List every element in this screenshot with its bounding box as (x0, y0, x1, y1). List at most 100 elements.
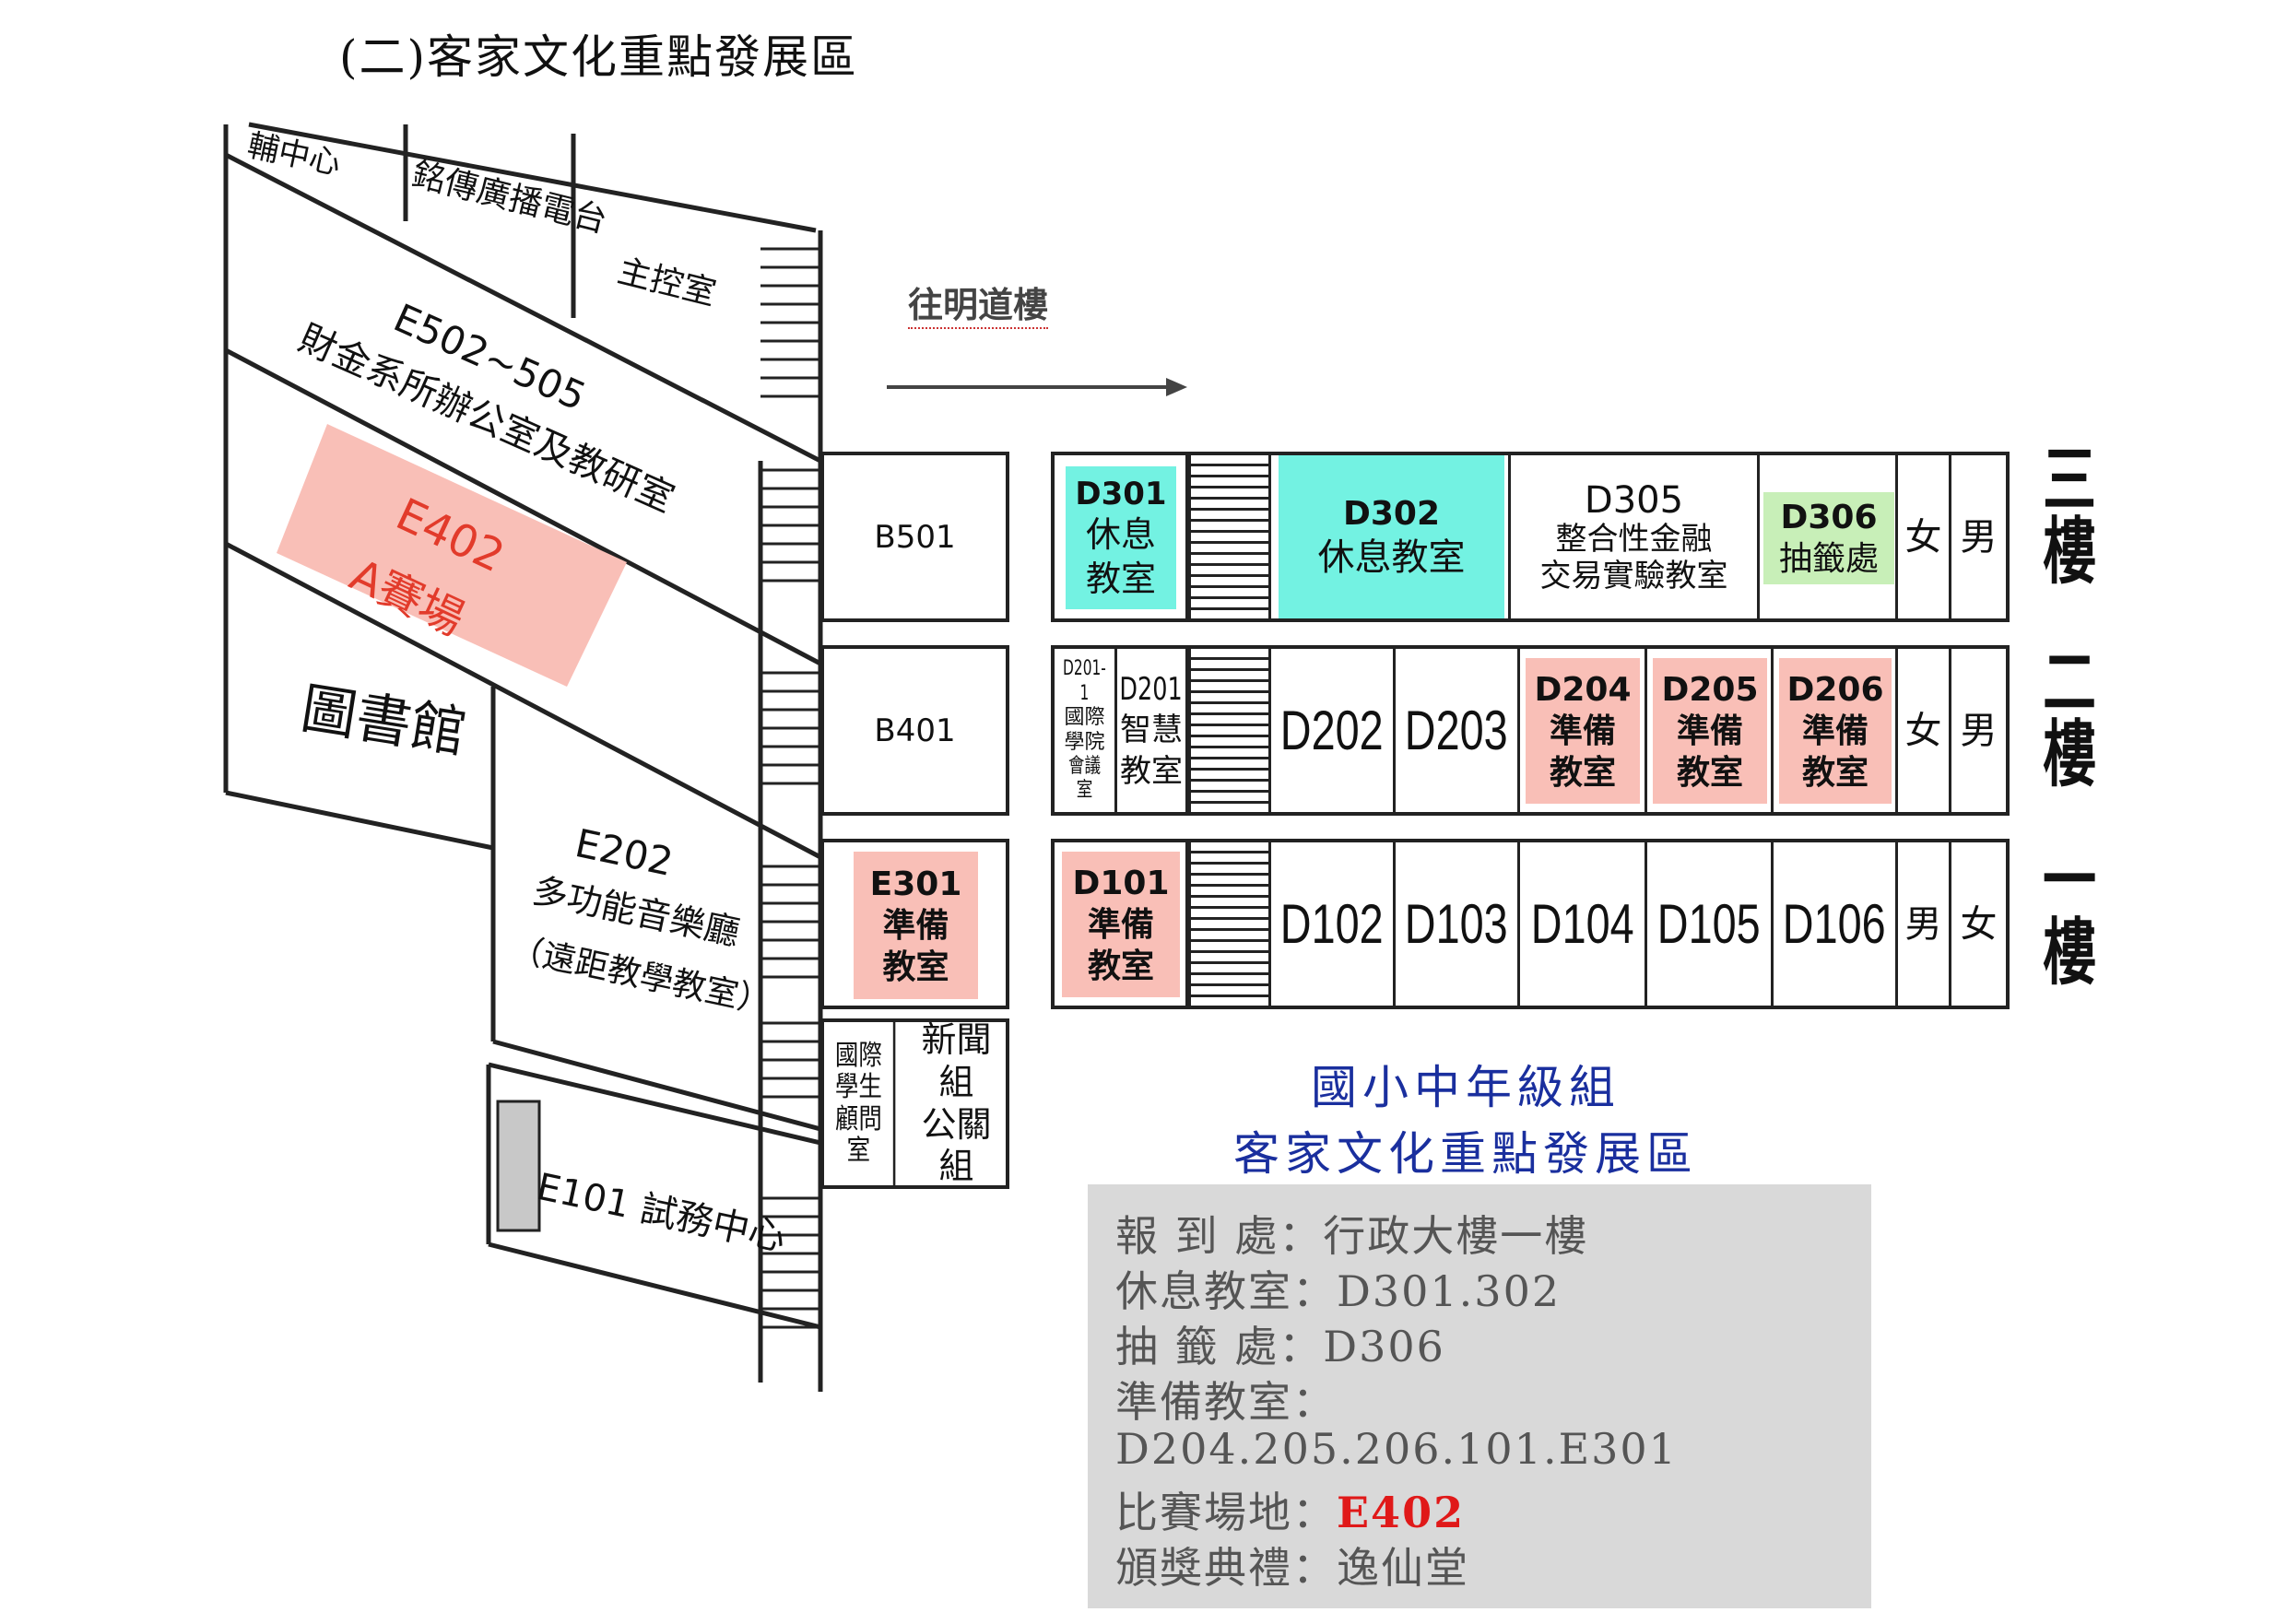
floor-label-1: 一 樓 (2037, 841, 2102, 993)
room-d202: D202 (1271, 649, 1396, 812)
room-d105: D105 (1647, 842, 1774, 1006)
room-news-pr: 新聞組 公關組 (907, 1019, 1006, 1186)
d305-l2: 交易實驗教室 (1539, 557, 1728, 594)
floor-1: D101 準備 教室 D102 D103 D104 D105 D106 男 女 (1051, 839, 2010, 1009)
male-label: 男 (1904, 902, 1942, 946)
room-b401: B401 (820, 645, 1009, 816)
room-d302-cell: D302 休息教室 (1271, 455, 1511, 618)
floor-2: D201-1 國際 學院 會議室 D201 智慧 教室 D202 D203 D2… (1051, 645, 2010, 816)
info-panel (1088, 1184, 1871, 1608)
d102-label: D102 (1280, 893, 1384, 955)
caption-line-2: 客家文化重點發展區 (1233, 1127, 1698, 1181)
d2011-l3: 會議室 (1067, 754, 1102, 803)
restroom-female-f1: 女 (1951, 842, 2006, 1006)
d104-label: D104 (1530, 893, 1634, 955)
d202-label: D202 (1280, 700, 1384, 761)
page-title: (二)客家文化重點發展區 (339, 30, 859, 84)
room-e301: E301 準備 教室 (854, 852, 978, 999)
d301-l1: 休息 (1085, 514, 1156, 556)
room-d306: D306 抽籤處 (1763, 492, 1894, 584)
d101-l2: 教室 (1087, 947, 1154, 985)
female-label: 女 (1904, 515, 1942, 559)
info-venue: 比賽場地：E402 (1115, 1479, 1465, 1540)
d203-label: D203 (1405, 700, 1508, 761)
d306-code: D306 (1780, 499, 1878, 536)
info-prep: 準備教室： (1115, 1369, 1337, 1430)
male-label: 男 (1960, 709, 1998, 752)
room-d301-cell: D301 休息 教室 (1055, 455, 1188, 618)
d105-label: D105 (1657, 893, 1761, 955)
room-d301: D301 休息 教室 (1066, 466, 1176, 609)
room-d103: D103 (1396, 842, 1520, 1006)
male-label: 男 (1960, 515, 1998, 559)
room-e301-box: E301 準備 教室 (820, 839, 1009, 1009)
arrow-label: 往明道樓 (908, 277, 1049, 329)
d205-l1: 準備 (1676, 712, 1743, 750)
room-d203: D203 (1396, 649, 1520, 812)
room-d106: D106 (1774, 842, 1898, 1006)
d106-label: D106 (1783, 893, 1886, 955)
d2011-l2: 學院 (1064, 730, 1105, 754)
info-award: 頒獎典禮：逸仙堂 (1115, 1535, 1469, 1595)
d206-l1: 準備 (1801, 712, 1869, 750)
room-d206-cell: D206 準備 教室 (1774, 649, 1898, 812)
info-rest-value: D301.302 (1337, 1266, 1562, 1316)
floor1-label-1: 一 (2042, 838, 2096, 924)
d205-l2: 教室 (1676, 753, 1743, 792)
restroom-female-f2: 女 (1898, 649, 1951, 812)
info-venue-label: 比賽場地： (1115, 1488, 1337, 1537)
d305-l1: 整合性金融 (1555, 521, 1713, 559)
room-d104: D104 (1520, 842, 1647, 1006)
room-d206: D206 準備 教室 (1779, 658, 1892, 804)
d302-code: D302 (1342, 495, 1441, 533)
room-e301-code: E301 (869, 865, 962, 903)
d301-code: D301 (1075, 475, 1167, 512)
d205-code: D205 (1661, 670, 1759, 709)
info-award-value: 逸仙堂 (1337, 1543, 1469, 1593)
d204-code: D204 (1534, 670, 1632, 709)
room-d305: D305 整合性金融 交易實驗教室 (1511, 455, 1760, 618)
news-l1: 新聞組 (921, 1019, 992, 1102)
room-e301-l1: 準備 (882, 906, 949, 945)
stairs-f1 (1188, 842, 1271, 1006)
d204-l2: 教室 (1549, 753, 1616, 792)
d201-l2: 教室 (1120, 752, 1183, 790)
e402-highlight (277, 424, 627, 687)
d101-code: D101 (1072, 864, 1170, 902)
room-e301-l2: 教室 (882, 947, 949, 986)
intl-l2: 學生 (834, 1071, 882, 1103)
restroom-male-f2: 男 (1951, 649, 2006, 812)
floor2-label-1: 二 (2042, 640, 2096, 725)
room-b501: B501 (820, 452, 1009, 622)
d101-l1: 準備 (1087, 905, 1154, 944)
arrow-icon (887, 378, 1187, 396)
room-d306-cell: D306 抽籤處 (1760, 455, 1898, 618)
floor3-label-1: 三 (2042, 437, 2096, 523)
info-checkin: 報 到 處：行政大樓一樓 (1115, 1203, 1588, 1264)
room-d201: D201 智慧 教室 (1117, 649, 1188, 812)
info-checkin-label: 報 到 處： (1115, 1211, 1324, 1261)
d301-l2: 教室 (1085, 558, 1156, 599)
info-venue-value: E402 (1337, 1488, 1466, 1537)
d302-name: 休息教室 (1317, 536, 1466, 579)
room-d204-cell: D204 準備 教室 (1520, 649, 1647, 812)
info-prep-label: 準備教室： (1115, 1377, 1337, 1427)
stairs-f3 (1188, 455, 1271, 618)
d201-l1: 智慧 (1120, 712, 1183, 749)
info-draw-value: D306 (1323, 1322, 1445, 1371)
d306-name: 抽籤處 (1778, 540, 1879, 578)
restroom-male-f3: 男 (1951, 455, 2006, 618)
restroom-male-f1: 男 (1898, 842, 1951, 1006)
room-intl-advisor: 國際 學生 顧問室 (824, 1022, 896, 1185)
d2011-code: D201-1 (1063, 657, 1106, 705)
d103-label: D103 (1405, 893, 1508, 955)
floor-label-3: 三 樓 (2037, 441, 2102, 592)
floor2-label-2: 樓 (2042, 712, 2096, 797)
d206-code: D206 (1786, 670, 1884, 709)
d206-l2: 教室 (1801, 753, 1869, 792)
room-d302: D302 休息教室 (1279, 455, 1504, 618)
room-d204: D204 準備 教室 (1526, 658, 1640, 804)
room-d102: D102 (1271, 842, 1396, 1006)
intl-l3: 顧問室 (834, 1102, 882, 1167)
restroom-female-f3: 女 (1898, 455, 1951, 618)
